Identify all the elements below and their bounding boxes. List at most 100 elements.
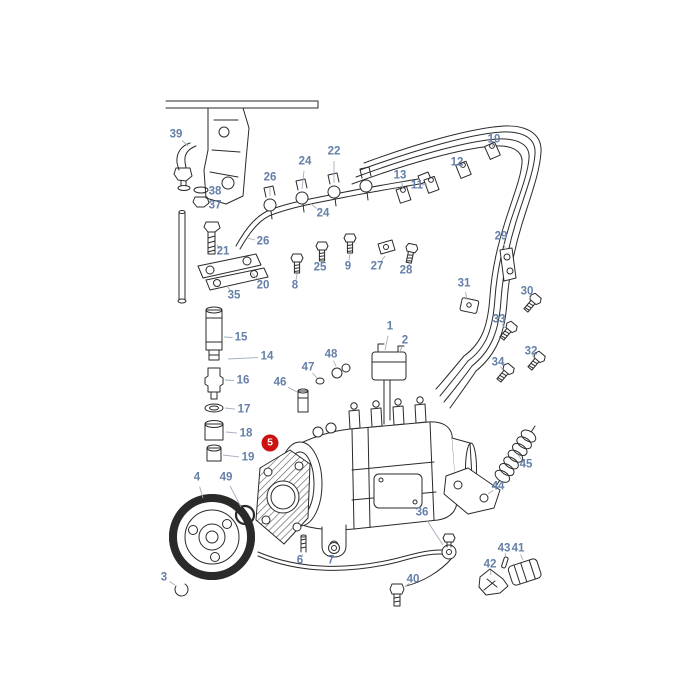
leader-line (169, 581, 176, 586)
leader-line (199, 486, 204, 499)
part-callout[interactable]: 7 (327, 554, 335, 567)
leader-line (224, 379, 235, 381)
part-callout[interactable]: 12 (450, 156, 464, 169)
leader-line (312, 372, 318, 379)
part-callout[interactable]: 3 (160, 571, 168, 584)
stud-and-washer (300, 534, 340, 554)
part-callout[interactable]: 39 (169, 128, 183, 141)
part-callout[interactable]: 46 (273, 376, 287, 389)
part-callout[interactable]: 32 (524, 345, 538, 358)
part-callout[interactable]: 20 (256, 279, 270, 292)
left-pipe (177, 210, 187, 304)
leader-line (459, 165, 463, 169)
leader-line (503, 243, 507, 251)
pump-body (277, 396, 477, 558)
leader-line (426, 520, 444, 546)
leader-lines (169, 140, 535, 588)
leader-line (407, 262, 411, 268)
part-callout[interactable]: 14 (260, 350, 274, 363)
bracket-and-elbow (173, 107, 250, 208)
leader-line (490, 569, 492, 576)
bottom-fuel-pipe (257, 533, 457, 607)
leader-line (181, 140, 189, 147)
return-spring (494, 425, 537, 487)
part-callout[interactable]: 13 (393, 169, 407, 182)
right-side-fasteners (459, 247, 548, 385)
part-callout[interactable]: 6 (296, 554, 304, 567)
part-callout[interactable]: 4 (193, 471, 201, 484)
leader-line (301, 553, 304, 558)
part-callout[interactable]: 29 (494, 230, 508, 243)
leader-line (246, 237, 256, 241)
part-callout[interactable]: 48 (324, 348, 338, 361)
part-callout[interactable]: 8 (291, 279, 299, 292)
leader-line (208, 201, 213, 205)
part-callout[interactable]: 43 (497, 542, 511, 555)
part-callout[interactable]: 36 (415, 506, 429, 519)
part-callout[interactable]: 38 (208, 185, 222, 198)
part-callout[interactable]: 17 (237, 403, 251, 416)
leader-line (226, 285, 231, 292)
part-callout[interactable]: 37 (208, 199, 222, 212)
part-callout[interactable]: 45 (519, 458, 533, 471)
part-callout[interactable]: 26 (256, 235, 270, 248)
leader-line (216, 244, 221, 249)
part-callout[interactable]: 25 (313, 261, 327, 274)
leader-line (224, 407, 236, 410)
part-callout[interactable]: 24 (316, 207, 330, 220)
leader-line (520, 554, 524, 561)
part-callout[interactable]: 41 (511, 542, 525, 555)
part-callout[interactable]: 9 (344, 260, 352, 273)
leader-line (504, 552, 507, 558)
leader-line (398, 346, 403, 354)
part-callout[interactable]: 42 (483, 558, 497, 571)
leader-line (287, 386, 298, 393)
highlighted-part-callout[interactable]: 5 (261, 434, 279, 452)
part-callout[interactable]: 33 (492, 313, 506, 326)
part-callout[interactable]: 21 (216, 245, 230, 258)
part-callout[interactable]: 10 (487, 133, 501, 146)
leader-line (320, 260, 323, 265)
leader-line (222, 454, 240, 458)
leader-line (500, 366, 504, 371)
leader-line (229, 485, 242, 508)
part-callout[interactable]: 47 (301, 361, 315, 374)
part-callout[interactable]: 40 (406, 573, 420, 586)
leader-line (225, 431, 238, 434)
part-callout[interactable]: 16 (236, 374, 250, 387)
part-callout[interactable]: 2 (401, 334, 409, 347)
leader-line (517, 454, 523, 461)
coupling-parts (478, 556, 542, 596)
part-callout[interactable]: 26 (263, 171, 277, 184)
leader-line (465, 291, 468, 301)
leader-line (295, 273, 298, 281)
part-callout[interactable]: 31 (457, 277, 471, 290)
leader-line (421, 183, 428, 186)
filter-column-parts (204, 306, 224, 462)
stud-bolt (203, 221, 221, 255)
part-callout[interactable]: 24 (298, 155, 312, 168)
part-callout[interactable]: 11 (410, 179, 424, 192)
leader-line (380, 255, 386, 262)
part-callout[interactable]: 1 (386, 320, 394, 333)
leader-line (401, 181, 404, 189)
part-callout[interactable]: 28 (399, 264, 413, 277)
stop-solenoid (371, 343, 407, 425)
leader-line (528, 295, 532, 300)
part-callout[interactable]: 49 (219, 471, 233, 484)
part-callout[interactable]: 44 (491, 480, 505, 493)
part-callout[interactable]: 15 (234, 331, 248, 344)
part-callout[interactable]: 22 (327, 145, 341, 158)
injection-lines (351, 125, 542, 409)
part-callout[interactable]: 34 (491, 356, 505, 369)
small-fittings (297, 363, 351, 413)
part-callout[interactable]: 19 (241, 451, 255, 464)
leader-line (332, 554, 335, 559)
part-callout[interactable]: 18 (239, 427, 253, 440)
part-callout[interactable]: 30 (520, 285, 534, 298)
leader-line (501, 323, 506, 329)
part-callout[interactable]: 27 (370, 260, 384, 273)
part-callout[interactable]: 35 (227, 289, 241, 302)
